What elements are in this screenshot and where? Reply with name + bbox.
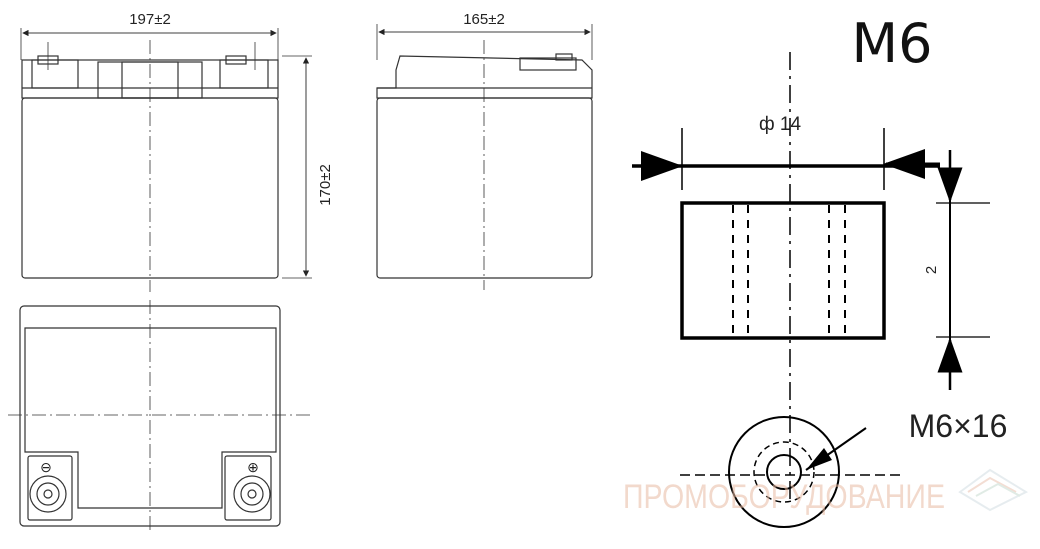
diameter-label: ф 14 <box>759 114 801 135</box>
watermark-logo-icon <box>958 468 1029 512</box>
negative-terminal-symbol: ⊖ <box>40 459 52 475</box>
front-height-label: 170±2 <box>317 164 334 206</box>
terminal-detail <box>632 52 990 528</box>
bolt-size-label: M6×16 <box>909 408 1008 444</box>
terminal-detail-title: M6 <box>852 12 933 75</box>
watermark-text: ПРОМОБОРУДОВАНИЕ <box>623 478 945 516</box>
front-width-label: 197±2 <box>129 11 171 28</box>
top-view <box>8 300 310 530</box>
detail-height-label: 2 <box>923 266 940 274</box>
side-view <box>376 24 593 290</box>
positive-terminal-symbol: ⊕ <box>247 459 259 475</box>
side-depth-label: 165±2 <box>463 11 505 28</box>
front-view <box>20 28 312 292</box>
